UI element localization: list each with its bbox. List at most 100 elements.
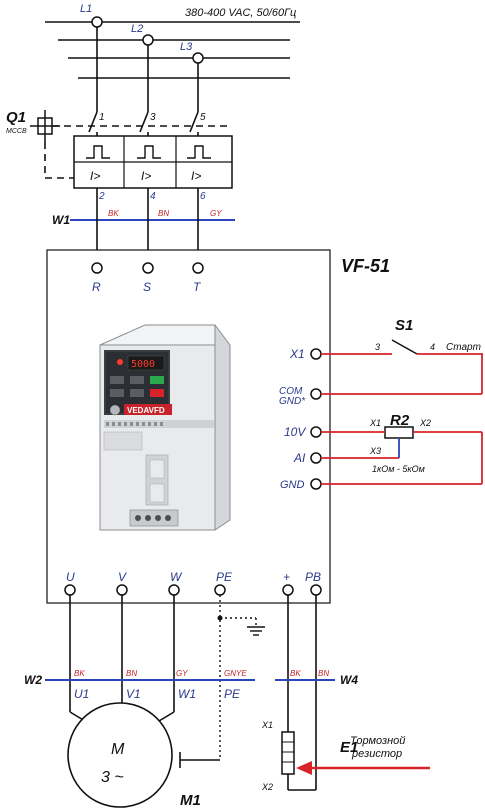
switch-label: Старт [446, 342, 481, 353]
breaker-pin-1: 1 [99, 112, 105, 123]
motor-symbol: M [111, 741, 125, 758]
motor-terminal-v1: V1 [126, 687, 141, 701]
arrow-left-icon [296, 761, 430, 775]
breaker-type: MCCB [6, 128, 27, 135]
cable-w1-color-bn: BN [158, 209, 169, 218]
cable-w2-color-bk: BK [74, 669, 85, 678]
control-terminals: X1 COM GND* 10V AI GND [279, 347, 322, 491]
pot-body-icon [384, 426, 414, 439]
motor-ref: M1 [180, 792, 201, 809]
terminal-pe-label: PE [216, 570, 233, 584]
switch-pin-3: 3 [375, 342, 380, 352]
terminal-s [142, 262, 154, 274]
terminal-plus [282, 584, 294, 596]
cable-w4-ref: W4 [340, 673, 358, 687]
cable-w2-color-gnye: GNYE [224, 669, 247, 678]
terminal-ai [310, 452, 322, 464]
pot-pin-x3: X3 [369, 446, 381, 456]
svg-text:I>: I> [191, 169, 201, 183]
switch-pin-4: 4 [430, 342, 435, 352]
terminal-com [310, 388, 322, 400]
terminal-v [116, 584, 128, 596]
terminal-u-label: U [66, 570, 75, 584]
terminal-w-label: W [170, 570, 183, 584]
resistor-pin-x1: X1 [261, 720, 273, 730]
terminal-s-label: S [143, 280, 151, 294]
line-l2-label: L2 [131, 23, 143, 35]
terminal-plus-label: + [283, 570, 290, 584]
cable-w2: W2 BK BN GY GNYE [24, 669, 255, 687]
potentiometer-r2: R2 X1 X2 X3 1кОм - 5кОм [321, 412, 483, 485]
breaker-pin-2: 2 [98, 191, 105, 202]
resistor-label-line1: Тормозной [350, 735, 405, 747]
cable-w2-color-bn: BN [126, 669, 137, 678]
cable-w4: W4 BK BN [275, 669, 358, 687]
motor-terminal-w1: W1 [178, 687, 196, 701]
cable-w4-color-bn: BN [318, 669, 329, 678]
terminal-gnd-label: GND [280, 479, 305, 491]
motor-circle-icon [67, 702, 173, 808]
cable-w1-ref: W1 [52, 213, 70, 227]
terminal-w [168, 584, 180, 596]
svg-text:I>: I> [141, 169, 151, 183]
supply-lines: 380-400 VAC, 50/60Гц L1 L2 L3 [45, 3, 300, 79]
cable-w1-color-gy: GY [210, 209, 222, 218]
terminal-t [192, 262, 204, 274]
magnetic-trip-icons: I> I> I> [90, 169, 201, 183]
pot-ref: R2 [390, 412, 410, 429]
pot-pin-x1: X1 [369, 418, 381, 428]
breaker-ref: Q1 [6, 109, 26, 126]
breaker-pin-5: 5 [200, 112, 206, 123]
pot-range: 1кОм - 5кОм [372, 464, 425, 474]
vfd-vf51: VF-51 R S T 5000 VEDAVFD [46, 249, 390, 604]
resistor-label-line2: резистор [351, 748, 402, 760]
breaker-handle-icon [30, 110, 60, 142]
breaker-pin-3: 3 [150, 112, 156, 123]
breaker-pin-6: 6 [200, 191, 206, 202]
output-wiring [69, 595, 317, 760]
brake-resistor-e1: X1 X2 E1 Тормозной резистор [261, 720, 430, 792]
terminal-v-label: V [118, 570, 127, 584]
terminal-r [91, 262, 103, 274]
terminal-ai-label: AI [293, 451, 306, 465]
terminal-u [64, 584, 76, 596]
resistor-body-icon [281, 731, 295, 775]
switch-contact-icon [391, 339, 418, 355]
breaker-q1: Q1 MCCB 1 3 5 [6, 109, 233, 202]
terminal-10v [310, 426, 322, 438]
vfd-ref: VF-51 [341, 256, 390, 276]
terminal-gnd-star-label: GND* [279, 396, 306, 407]
motor-m1: U1 V1 W1 PE M 3 ~ M1 [67, 687, 241, 809]
terminal-pb [310, 584, 322, 596]
vfd-display: 5000 [131, 359, 155, 370]
resistor-ref: E1 [340, 739, 358, 756]
resistor-pin-x2: X2 [261, 782, 273, 792]
terminal-10v-label: 10V [284, 425, 306, 439]
pot-pin-x2: X2 [419, 418, 431, 428]
output-terminals: U V W PE + PB [64, 570, 322, 596]
cable-w1-color-bk: BK [108, 209, 119, 218]
terminal-t-label: T [193, 280, 202, 294]
switch-ref: S1 [395, 317, 413, 334]
junction-l1 [91, 16, 103, 28]
switch-s1: S1 3 4 Старт [321, 317, 483, 395]
motor-terminal-u1: U1 [74, 687, 89, 701]
line-l3-label: L3 [180, 41, 193, 53]
motor-phase: 3 ~ [101, 769, 124, 786]
terminal-x1-label: X1 [289, 347, 305, 361]
supply-voltage-label: 380-400 VAC, 50/60Гц [185, 7, 296, 19]
terminal-pb-label: PB [305, 570, 321, 584]
terminal-com-label: COM [279, 386, 303, 397]
svg-text:I>: I> [90, 169, 100, 183]
terminal-gnd [310, 478, 322, 490]
thermal-trip-icons [86, 145, 211, 159]
cable-w4-color-bk: BK [290, 669, 301, 678]
breaker-pin-4: 4 [150, 191, 156, 202]
junction-l2 [142, 34, 154, 46]
terminal-x1 [310, 348, 322, 360]
motor-terminal-pe: PE [224, 687, 241, 701]
cable-w2-ref: W2 [24, 673, 42, 687]
terminal-r-label: R [92, 280, 101, 294]
cable-w2-color-gy: GY [176, 669, 188, 678]
